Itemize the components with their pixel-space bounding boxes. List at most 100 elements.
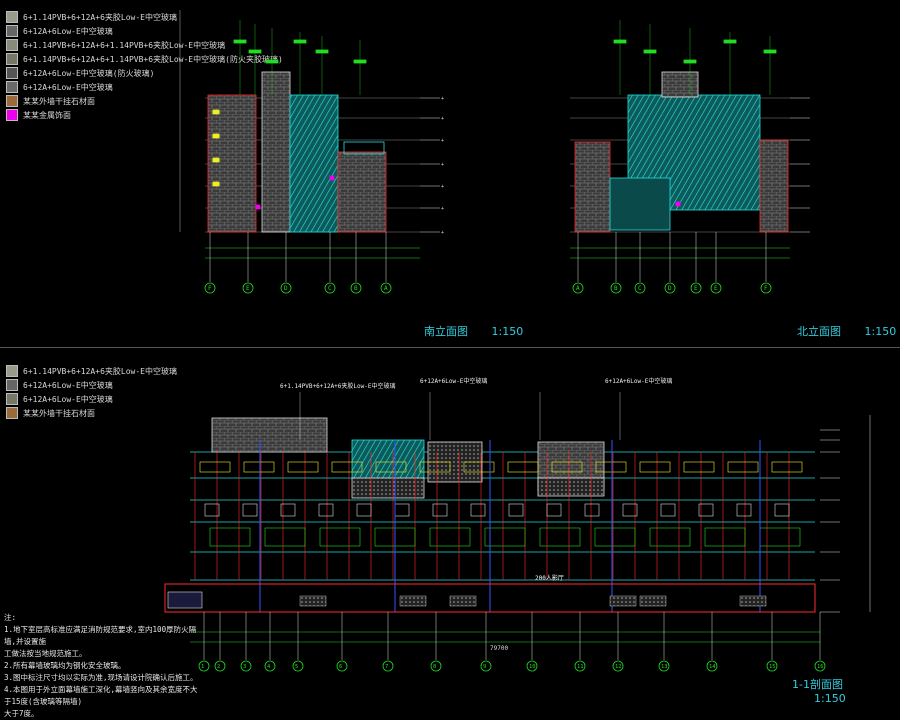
room-box — [595, 461, 627, 473]
door-mark — [622, 503, 638, 517]
door-mark — [584, 503, 600, 517]
legend-swatch — [6, 25, 18, 37]
south-canopy — [343, 141, 385, 155]
grid-bubble — [480, 660, 492, 672]
drawing-notes: 注:1.地下室层高标准应满足消防规范要求,室内100厚防火隔墙,并设置施工做法按… — [4, 612, 204, 720]
door-mark — [546, 503, 562, 517]
atrium-fill — [351, 477, 425, 499]
grid-label: B — [354, 285, 358, 292]
legend-label: 6+1.14PVB+6+12A+6+1.14PVB+6夹胶Low-E中空玻璃 — [23, 40, 226, 50]
grid-label: 10 — [529, 664, 536, 670]
callout-tag — [353, 59, 367, 64]
grid-bubble — [204, 282, 216, 294]
grid-label: B — [614, 285, 618, 292]
level-tag: + — [441, 184, 444, 190]
section-scale-text: 1:150 — [814, 692, 846, 705]
grid-label: 5 — [295, 664, 298, 670]
magenta-marker — [255, 204, 261, 210]
grid-bubble — [766, 660, 778, 672]
grid-bubble — [710, 282, 722, 294]
room-box — [375, 461, 407, 473]
door-mark — [394, 503, 410, 517]
room-box — [287, 461, 319, 473]
door-mark — [280, 503, 296, 517]
room-box — [551, 461, 583, 473]
north-left-mass — [574, 141, 611, 233]
north-title-text: 北立面图 — [797, 325, 841, 338]
grid-label: 7 — [385, 664, 388, 670]
room-box — [209, 527, 251, 547]
grid-bubble — [664, 282, 676, 294]
door-mark — [774, 503, 790, 517]
grid-bubble — [336, 660, 348, 672]
room-box — [243, 461, 275, 473]
window — [212, 109, 220, 115]
roof-skylight-left — [351, 439, 425, 481]
door-mark — [508, 503, 524, 517]
legend-swatch — [6, 393, 18, 405]
window — [212, 181, 220, 187]
legend-item: 某某外墙干挂石材面 — [6, 94, 283, 108]
legend-item: 6+12A+6Low-E中空玻璃 — [6, 392, 177, 406]
legend-label: 6+1.14PVB+6+12A+6夹胶Low-E中空玻璃 — [23, 366, 177, 376]
room-box — [704, 527, 746, 547]
door-mark — [204, 503, 220, 517]
grid-label: C — [328, 285, 332, 292]
grid-label: 11 — [577, 664, 584, 670]
car-symbol — [399, 595, 427, 607]
callout-tag — [613, 39, 627, 44]
door-mark — [470, 503, 486, 517]
level-tag: + — [441, 116, 444, 122]
grid-bubble — [380, 282, 392, 294]
grid-bubble — [658, 660, 670, 672]
note-line: 注: — [4, 613, 17, 622]
atrium-fill — [537, 477, 605, 497]
grid-label: E — [714, 285, 718, 292]
legend-item: 6+12A+6Low-E中空玻璃 — [6, 378, 177, 392]
grid-label: 4 — [267, 664, 271, 670]
grid-bubble — [706, 660, 718, 672]
door-mark — [356, 503, 372, 517]
grid-label: 1 — [201, 664, 204, 670]
callout-tag — [315, 49, 329, 54]
callout-tag — [265, 59, 279, 64]
legend-swatch — [6, 39, 18, 51]
grid-label: E — [246, 285, 250, 292]
car-symbol — [739, 595, 767, 607]
level-tag: + — [441, 162, 444, 168]
legend-swatch — [6, 95, 18, 107]
car-symbol — [639, 595, 667, 607]
south-tower-mass — [261, 71, 291, 233]
car-symbol — [299, 595, 327, 607]
north-right-mass — [759, 139, 789, 233]
door-mark — [660, 503, 676, 517]
level-tag: + — [441, 138, 444, 144]
window — [212, 157, 220, 163]
callout-tag — [763, 49, 777, 54]
door-mark — [242, 503, 258, 517]
car-symbol — [449, 595, 477, 607]
grid-label: A — [576, 285, 580, 292]
grid-label: E — [694, 285, 698, 292]
room-box — [759, 527, 801, 547]
window — [212, 133, 220, 139]
legend-label: 某某金属饰面 — [23, 110, 71, 120]
room-box — [484, 527, 526, 547]
grid-bubble — [634, 282, 646, 294]
grid-bubble — [612, 660, 624, 672]
grid-bubble — [690, 282, 702, 294]
callout-tag — [233, 39, 247, 44]
sheet-divider — [0, 347, 900, 348]
total-dimension-text: 79700 — [490, 645, 508, 652]
grid-label: 14 — [709, 664, 716, 670]
legend-item: 6+1.14PVB+6+12A+6夹胶Low-E中空玻璃 — [6, 364, 177, 378]
grid-label: 8 — [433, 664, 436, 670]
south-scale-text: 1:150 — [491, 325, 524, 338]
note-line: 4.本图用于外立面幕墙施工深化,幕墙竖向及其余宽度不大于15度(含玻璃等隔墙) — [4, 685, 198, 706]
grid-label: 16 — [817, 664, 824, 670]
door-mark — [432, 503, 448, 517]
room-box — [463, 461, 495, 473]
room-box — [594, 527, 636, 547]
grid-label: 6 — [339, 664, 342, 670]
